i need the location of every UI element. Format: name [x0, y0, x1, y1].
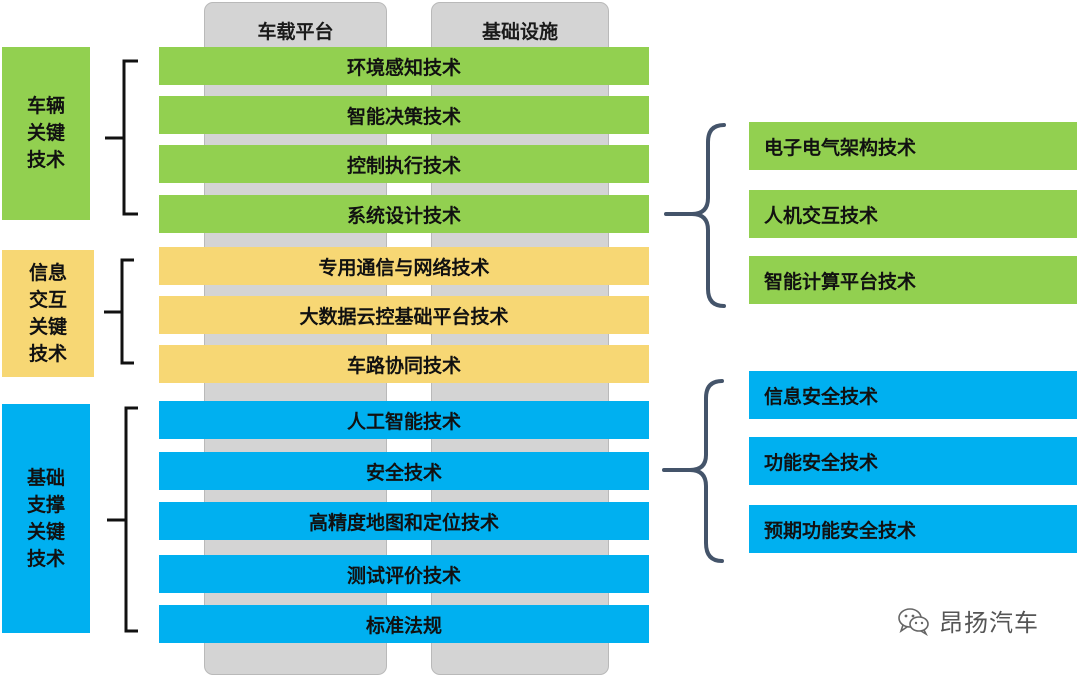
side-computing-platform: 智能计算平台技术 [749, 256, 1077, 304]
pillar-title-vehicle-platform: 车载平台 [257, 21, 334, 43]
bar-artificial-intelligence: 人工智能技术 [159, 401, 649, 439]
bracket-vehicle [105, 59, 138, 216]
bar-intelligent-decision: 智能决策技术 [159, 96, 649, 134]
bar-vehicle-road-coop: 车路协同技术 [159, 345, 649, 383]
side-hmi: 人机交互技术 [749, 190, 1077, 238]
side-information-security: 信息安全技术 [749, 371, 1077, 419]
bar-control-execution: 控制执行技术 [159, 145, 649, 183]
bar-environment-perception: 环境感知技术 [159, 47, 649, 85]
category-info-interaction-key-tech: 信息 交互 关键 技术 [2, 250, 94, 377]
pillar-title-infrastructure: 基础设施 [481, 21, 558, 43]
watermark: 昂扬汽车 [897, 603, 1039, 638]
brace-system-design [691, 123, 726, 308]
bar-dedicated-communication: 专用通信与网络技术 [159, 247, 649, 285]
bar-safety: 安全技术 [159, 452, 649, 490]
bracket-info [104, 258, 134, 365]
bracket-foundation [107, 406, 138, 633]
bar-big-data-cloud: 大数据云控基础平台技术 [159, 296, 649, 334]
bar-hd-map-positioning: 高精度地图和定位技术 [159, 502, 649, 540]
category-foundation-support-key-tech: 基础 支撑 关键 技术 [2, 404, 90, 633]
bar-system-design: 系统设计技术 [159, 195, 649, 233]
side-ee-architecture: 电子电气架构技术 [749, 122, 1077, 170]
watermark-text: 昂扬汽车 [939, 609, 1039, 637]
bar-testing-evaluation: 测试评价技术 [159, 555, 649, 593]
side-functional-safety: 功能安全技术 [749, 437, 1077, 485]
side-sotif: 预期功能安全技术 [749, 505, 1077, 553]
brace-safety [689, 379, 724, 563]
wechat-icon [898, 607, 929, 636]
category-vehicle-key-tech: 车辆 关键 技术 [2, 47, 90, 220]
bar-standards-regulations: 标准法规 [159, 605, 649, 643]
